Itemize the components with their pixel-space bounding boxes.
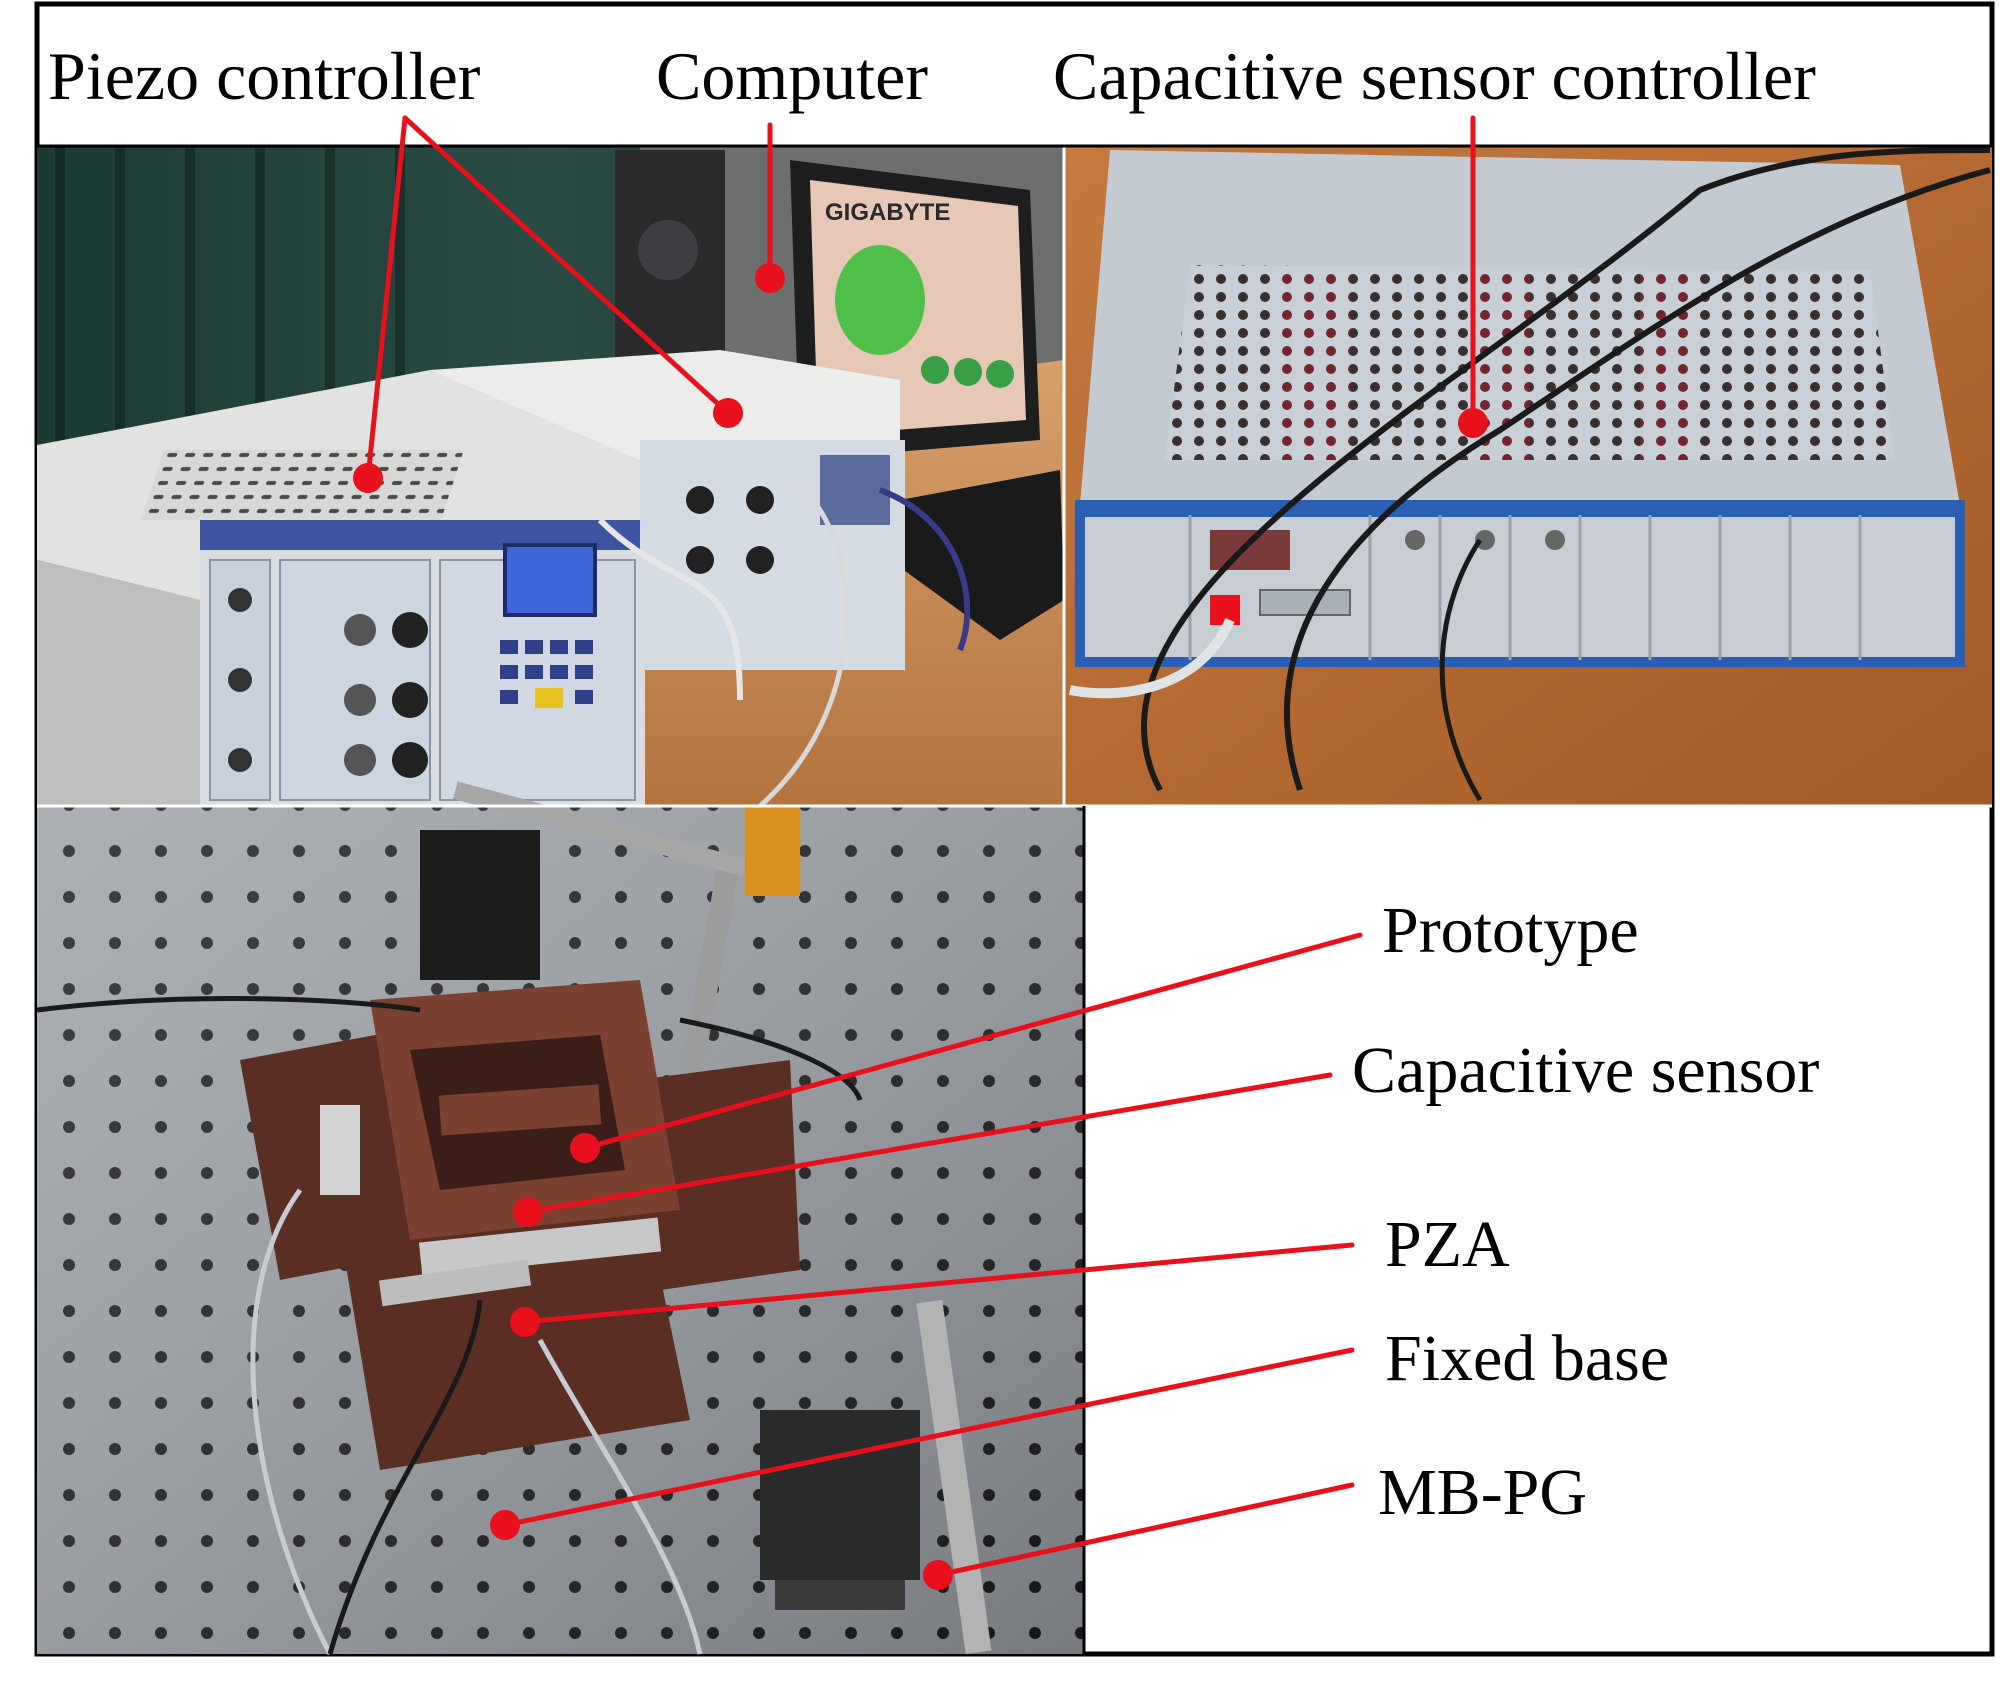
annotations xyxy=(353,115,1488,1590)
label-mb-pg: MB-PG xyxy=(1378,1456,1588,1529)
label-capacitive-sensor-controller: Capacitive sensor controller xyxy=(1053,38,1816,114)
marker-capacitive-sensor-controller xyxy=(1458,408,1488,438)
label-computer: Computer xyxy=(656,38,928,114)
leader-fixed-base xyxy=(502,1347,1355,1528)
photo-prototype-setup xyxy=(36,781,1084,1656)
label-piezo-controller: Piezo controller xyxy=(48,38,481,114)
label-prototype: Prototype xyxy=(1382,894,1639,967)
marker-piezo-controller-right xyxy=(713,398,743,428)
photo-piezo-controller-and-computer: GIGABYTE xyxy=(37,146,1064,808)
label-fixed-base: Fixed base xyxy=(1385,1322,1670,1395)
leader-mb-pg xyxy=(935,1482,1355,1578)
marker-fixed-base xyxy=(490,1510,520,1540)
marker-piezo-controller-left xyxy=(353,463,383,493)
leader-piezo-controller-right xyxy=(402,115,731,416)
marker-pza xyxy=(510,1307,540,1337)
marker-computer xyxy=(755,263,785,293)
leader-capacitive-sensor xyxy=(525,1072,1333,1215)
leader-pza xyxy=(522,1242,1355,1325)
label-pza: PZA xyxy=(1385,1208,1510,1281)
label-capacitive-sensor: Capacitive sensor xyxy=(1352,1034,1820,1107)
marker-mb-pg xyxy=(923,1560,953,1590)
leader-prototype xyxy=(582,932,1363,1151)
marker-capacitive-sensor xyxy=(513,1197,543,1227)
marker-prototype xyxy=(570,1133,600,1163)
monitor-brand: GIGABYTE xyxy=(825,199,950,226)
photo-capacitive-sensor-controller xyxy=(1064,146,1992,806)
leader-piezo-controller-left xyxy=(365,115,408,481)
